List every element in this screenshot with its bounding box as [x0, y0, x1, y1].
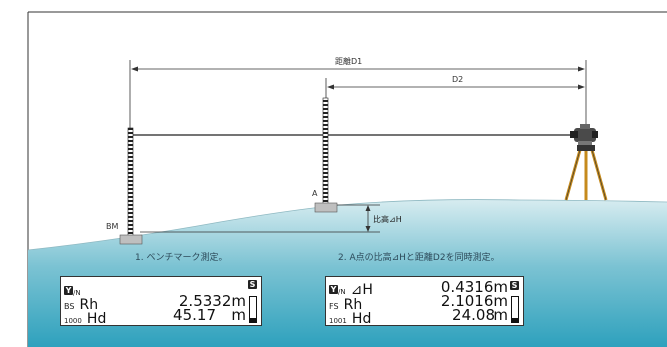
display2-row2: 1001 Hd	[329, 308, 371, 327]
display2-row2-unit: m	[493, 306, 508, 324]
d1-arrow-right	[578, 66, 585, 72]
display1-mode-suffix: /N	[73, 289, 81, 297]
display1-row1: BS Rh	[64, 294, 98, 313]
height-arrow-up	[365, 205, 371, 211]
display1-status-chip: S	[248, 280, 257, 289]
a-base-block	[314, 202, 338, 213]
display2-row1-tag: FS	[329, 302, 339, 311]
display2-row0-value: 0.4316m	[440, 278, 508, 296]
step1-caption: 1. ベンチマーク測定。	[135, 253, 228, 263]
display1-battery-fill	[250, 318, 256, 322]
d2-arrow-left	[327, 84, 334, 90]
display1-row1-tag: BS	[64, 302, 75, 311]
display1-row2: 1000 Hd	[64, 308, 106, 327]
display1-row2-unit: m	[231, 306, 246, 324]
measurement-display-2: Y/N ⊿H 0.4316m S FS Rh 2.1016m 1001 Hd 2…	[325, 276, 524, 327]
bm-point-label: BM	[106, 222, 119, 231]
display2-row1-value: 2.1016m	[440, 292, 508, 310]
display2-row1: FS Rh	[329, 294, 362, 313]
display2-row0-label: ⊿H	[350, 282, 373, 298]
display2-row2-tag: 1001	[329, 317, 347, 325]
display1-battery-icon	[249, 296, 257, 323]
display1-header-row: Y/N	[64, 280, 81, 297]
a-point-label: A	[312, 189, 318, 198]
distance-d2-label: D2	[452, 75, 464, 84]
display2-mode-chip: Y	[329, 285, 338, 294]
display2-row0: Y/N ⊿H	[329, 279, 373, 298]
display1-row2-tag: 1000	[64, 317, 82, 325]
display2-mode-suffix: /N	[338, 288, 346, 296]
distance-d1-label: 距離D1	[335, 57, 363, 66]
d2-arrow-right	[578, 84, 585, 90]
measurement-display-1: Y/N S BS Rh 2.5332m 1000 Hd 45.17 m	[60, 276, 262, 327]
display1-row2-value: 45.17	[173, 306, 216, 324]
d1-arrow-left	[131, 66, 138, 72]
display2-row2-label: Hd	[351, 311, 372, 327]
display2-battery-icon	[511, 296, 519, 323]
height-arrow-down	[365, 226, 371, 232]
a-staff	[322, 97, 329, 206]
bm-base-block	[119, 234, 143, 245]
bm-staff	[127, 127, 134, 237]
level-instrument-on-tripod	[564, 124, 608, 201]
height-diff-label: 比高⊿H	[373, 215, 402, 224]
display2-status-chip: S	[510, 281, 519, 290]
display1-mode-chip: Y	[64, 286, 73, 295]
display2-row2-value: 24.08	[452, 306, 495, 324]
step2-caption: 2. A点の比高⊿Hと距離D2を同時測定。	[338, 253, 500, 263]
display1-row1-label: Rh	[79, 297, 99, 313]
display2-battery-fill	[512, 318, 518, 322]
display2-row1-label: Rh	[343, 297, 363, 313]
display1-row1-value: 2.5332m	[178, 292, 246, 310]
display1-row2-label: Hd	[86, 311, 107, 327]
